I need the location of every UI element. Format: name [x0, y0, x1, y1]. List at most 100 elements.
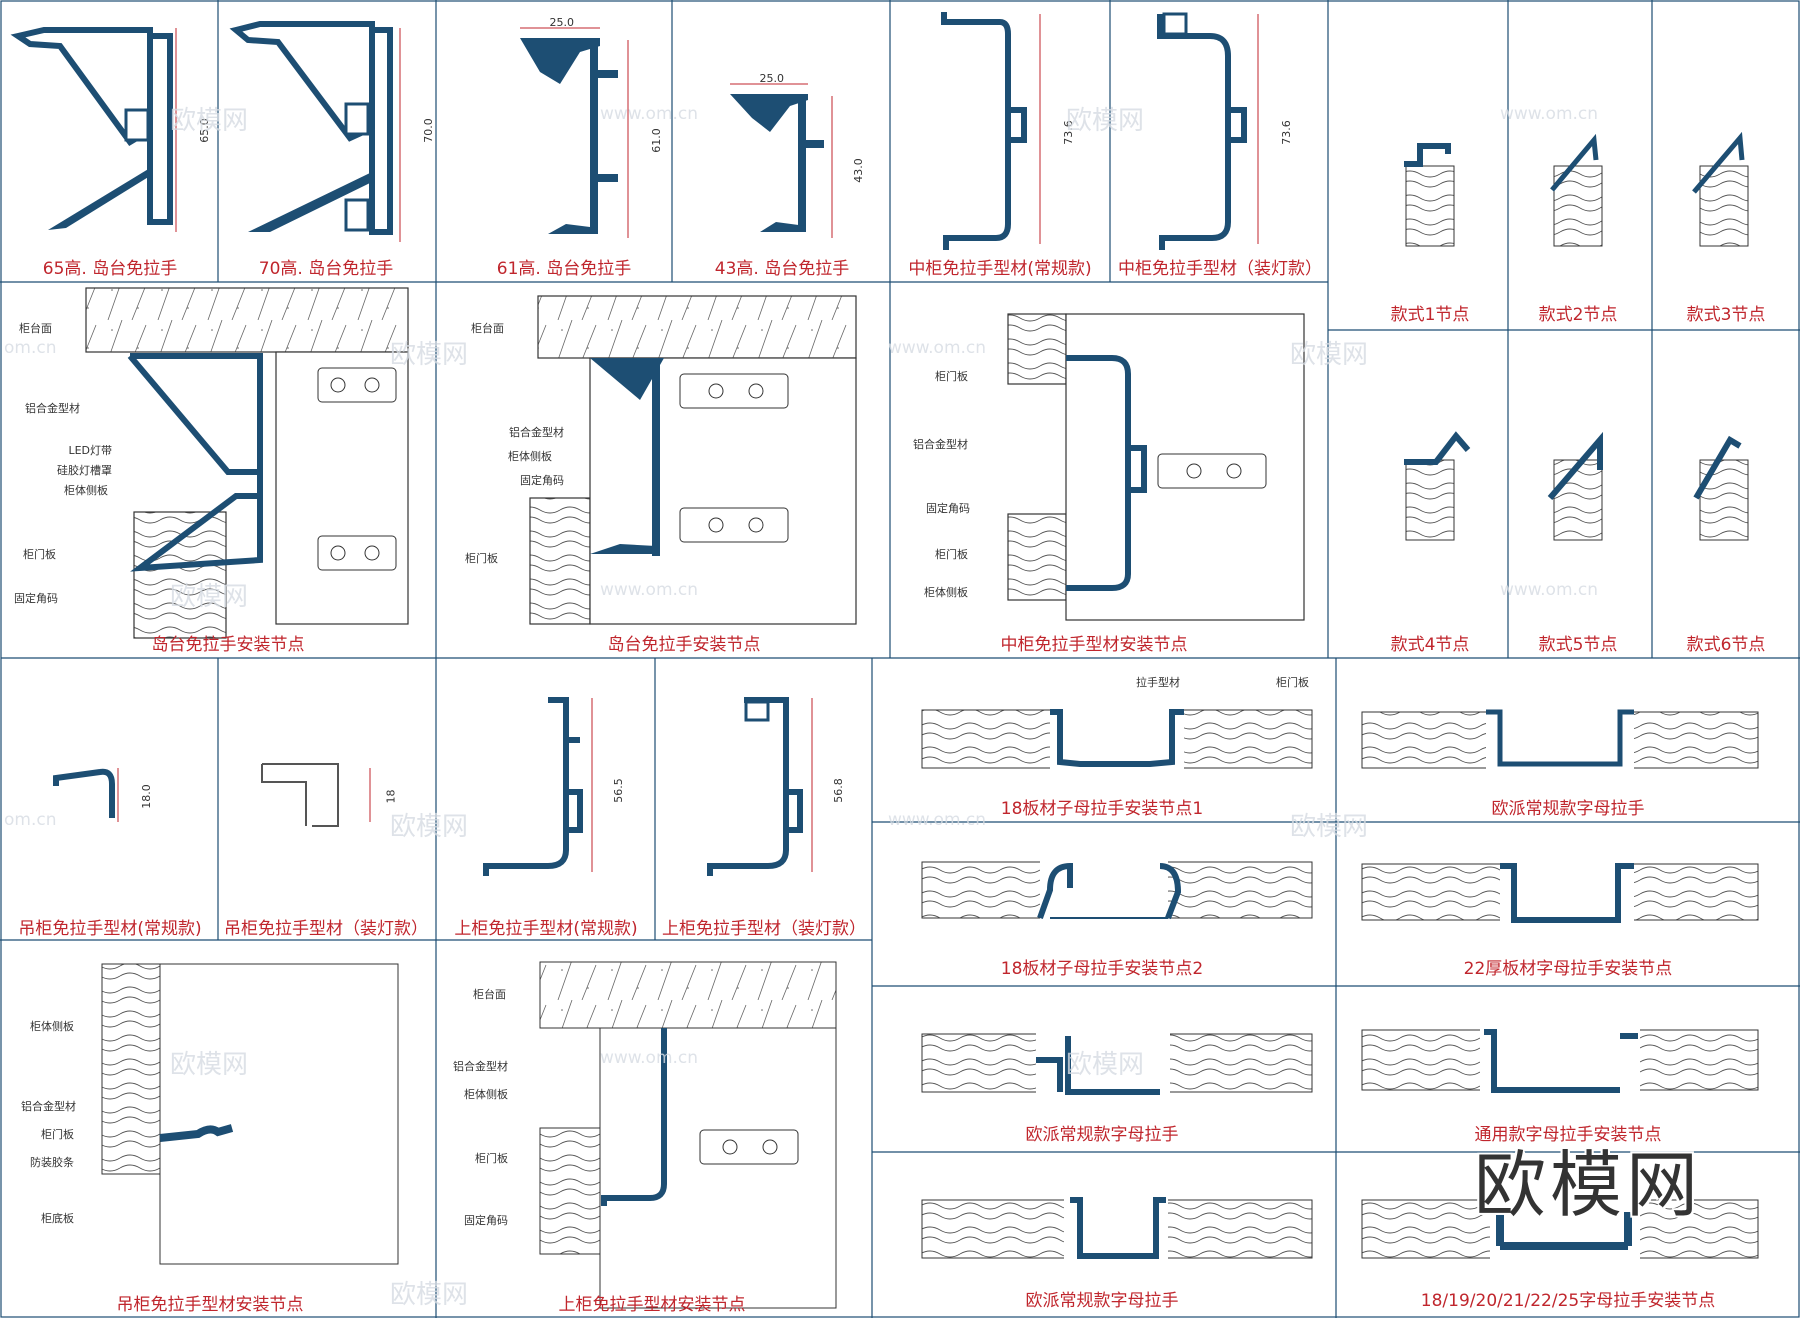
watermark-url-6: www.om.cn: [1500, 580, 1599, 600]
label-strip: 防装胶条: [30, 1156, 74, 1169]
label-countertop-2: 柜台面: [471, 322, 504, 335]
label-door-2: 柜门板: [465, 552, 498, 565]
caption-hanging-regular: 吊柜免拉手型材(常规款): [18, 919, 202, 939]
profile-upper-regular: [483, 697, 583, 876]
caption-oppein-2: 欧派常规款字母拉手: [1025, 1125, 1179, 1145]
label-bracket-4: 固定角码: [464, 1214, 508, 1227]
caption-43-island: 43高. 岛台免拉手: [714, 259, 850, 279]
caption-upper-led: 上柜免拉手型材（装灯款）: [662, 919, 866, 939]
profile-upper-led: [707, 697, 803, 876]
watermark-10: 欧模网: [390, 1280, 469, 1310]
watermark-1: 欧模网: [170, 106, 249, 136]
label-alu-3: 铝合金型材: [913, 438, 968, 451]
caption-70-island: 70高. 岛台免拉手: [258, 259, 394, 279]
label-alu-4: 铝合金型材: [21, 1100, 76, 1113]
watermark-url-2: www.om.cn: [1500, 104, 1599, 124]
caption-61-island: 61高. 岛台免拉手: [496, 259, 632, 279]
label-side-3: 柜体侧板: [924, 586, 968, 599]
watermark-url-3: www.om.cn: [888, 338, 987, 358]
caption-joint-18-1: 18板材子母拉手安装节点1: [1000, 799, 1204, 819]
caption-65-island: 65高. 岛台免拉手: [42, 259, 178, 279]
caption-hanging-led: 吊柜免拉手型材（装灯款）: [224, 919, 428, 939]
label-side-2: 柜体侧板: [508, 450, 552, 463]
caption-island-install-1: 岛台免拉手安装节点: [151, 635, 305, 655]
watermark-url-7: www.om.cn: [888, 810, 987, 830]
caption-island-install-2: 岛台免拉手安装节点: [607, 635, 761, 655]
label-handle-profile: 拉手型材: [1136, 676, 1180, 689]
dim-61: 61.0: [649, 128, 663, 153]
caption-middle-install: 中柜免拉手型材安装节点: [1000, 635, 1188, 655]
watermark-5: 欧模网: [170, 582, 249, 612]
caption-multi-thickness: 18/19/20/21/22/25字母拉手安装节点: [1420, 1291, 1716, 1311]
dim-56-5: 56.5: [611, 778, 625, 803]
caption-upper-install: 上柜免拉手型材安装节点: [558, 1295, 746, 1315]
label-bracket-2: 固定角码: [520, 474, 564, 487]
label-bottom: 柜底板: [41, 1212, 74, 1225]
label-side-4: 柜体侧板: [30, 1020, 74, 1033]
label-door-5: 柜门板: [41, 1128, 74, 1141]
profile-middle-regular: [941, 12, 1027, 250]
caption-upper-regular: 上柜免拉手型材(常规款): [454, 919, 638, 939]
caption-oppein-1: 欧派常规款字母拉手: [1491, 799, 1645, 819]
dim-25-a: 25.0: [549, 16, 575, 29]
label-bracket-3: 固定角码: [926, 502, 970, 515]
label-alu-1: 铝合金型材: [25, 402, 80, 415]
profile-65: [10, 27, 173, 230]
label-alu-2: 铝合金型材: [509, 426, 564, 439]
detail-upper: [539, 961, 837, 1309]
label-side-1: 柜体侧板: [64, 484, 108, 497]
dim-73-6-b: 73.6: [1279, 120, 1293, 145]
watermark-url-8: om.cn: [4, 810, 57, 830]
label-door-7: 柜门板: [1276, 676, 1309, 689]
dim-18-a: 18.0: [139, 784, 153, 809]
profile-middle-led: [1157, 12, 1247, 250]
caption-middle-regular: 中柜免拉手型材(常规款): [908, 259, 1092, 279]
watermark-7: 欧模网: [1290, 812, 1369, 842]
dim-43: 43.0: [851, 158, 865, 183]
detail-island-2: [529, 295, 857, 625]
label-silicone: 硅胶灯槽罩: [57, 464, 112, 477]
detail-hanging: [101, 963, 399, 1265]
detail-island-1: [85, 287, 409, 639]
watermark-url-9: www.om.cn: [600, 1048, 699, 1068]
watermark-9: 欧模网: [1066, 1050, 1145, 1080]
detail-middle: [1007, 313, 1305, 621]
caption-style1: 款式1节点: [1390, 305, 1470, 325]
watermark-8: 欧模网: [170, 1050, 249, 1080]
caption-style4: 款式4节点: [1390, 635, 1470, 655]
watermark-4: 欧模网: [1290, 340, 1369, 370]
dimension-lines: [117, 14, 1259, 872]
watermark-3: 欧模网: [390, 340, 469, 370]
watermark-2: 欧模网: [1066, 106, 1145, 136]
profile-70: [229, 21, 393, 235]
dim-25-b: 25.0: [759, 72, 785, 85]
style-nodes: [1404, 131, 1749, 541]
caption-style3: 款式3节点: [1686, 305, 1766, 325]
label-door-6: 柜门板: [475, 1152, 508, 1165]
caption-joint-18-2: 18板材子母拉手安装节点2: [1000, 959, 1204, 979]
joint-details: [921, 708, 1759, 1262]
profile-43: [730, 94, 824, 232]
label-countertop-1: 柜台面: [19, 322, 52, 335]
caption-style6: 款式6节点: [1686, 635, 1766, 655]
caption-oppein-3: 欧派常规款字母拉手: [1025, 1291, 1179, 1311]
label-door-4: 柜门板: [935, 548, 968, 561]
caption-joint-22: 22厚板材字母拉手安装节点: [1463, 959, 1673, 979]
label-alu-5: 铝合金型材: [453, 1060, 508, 1073]
profile-hanging-led: [261, 763, 339, 827]
label-countertop-3: 柜台面: [473, 988, 506, 1001]
dim-18-b: 18: [384, 789, 398, 804]
dim-70: 70.0: [421, 118, 435, 143]
label-side-5: 柜体侧板: [464, 1088, 508, 1101]
caption-style2: 款式2节点: [1538, 305, 1618, 325]
profile-hanging-regular: [53, 768, 115, 818]
label-door-1: 柜门板: [23, 548, 56, 561]
label-bracket-1: 固定角码: [14, 592, 58, 605]
watermark-6: 欧模网: [390, 812, 469, 842]
watermark-url-5: www.om.cn: [600, 580, 699, 600]
caption-style5: 款式5节点: [1538, 635, 1618, 655]
dim-56-8: 56.8: [831, 778, 845, 803]
caption-generic: 通用款字母拉手安装节点: [1474, 1125, 1662, 1145]
